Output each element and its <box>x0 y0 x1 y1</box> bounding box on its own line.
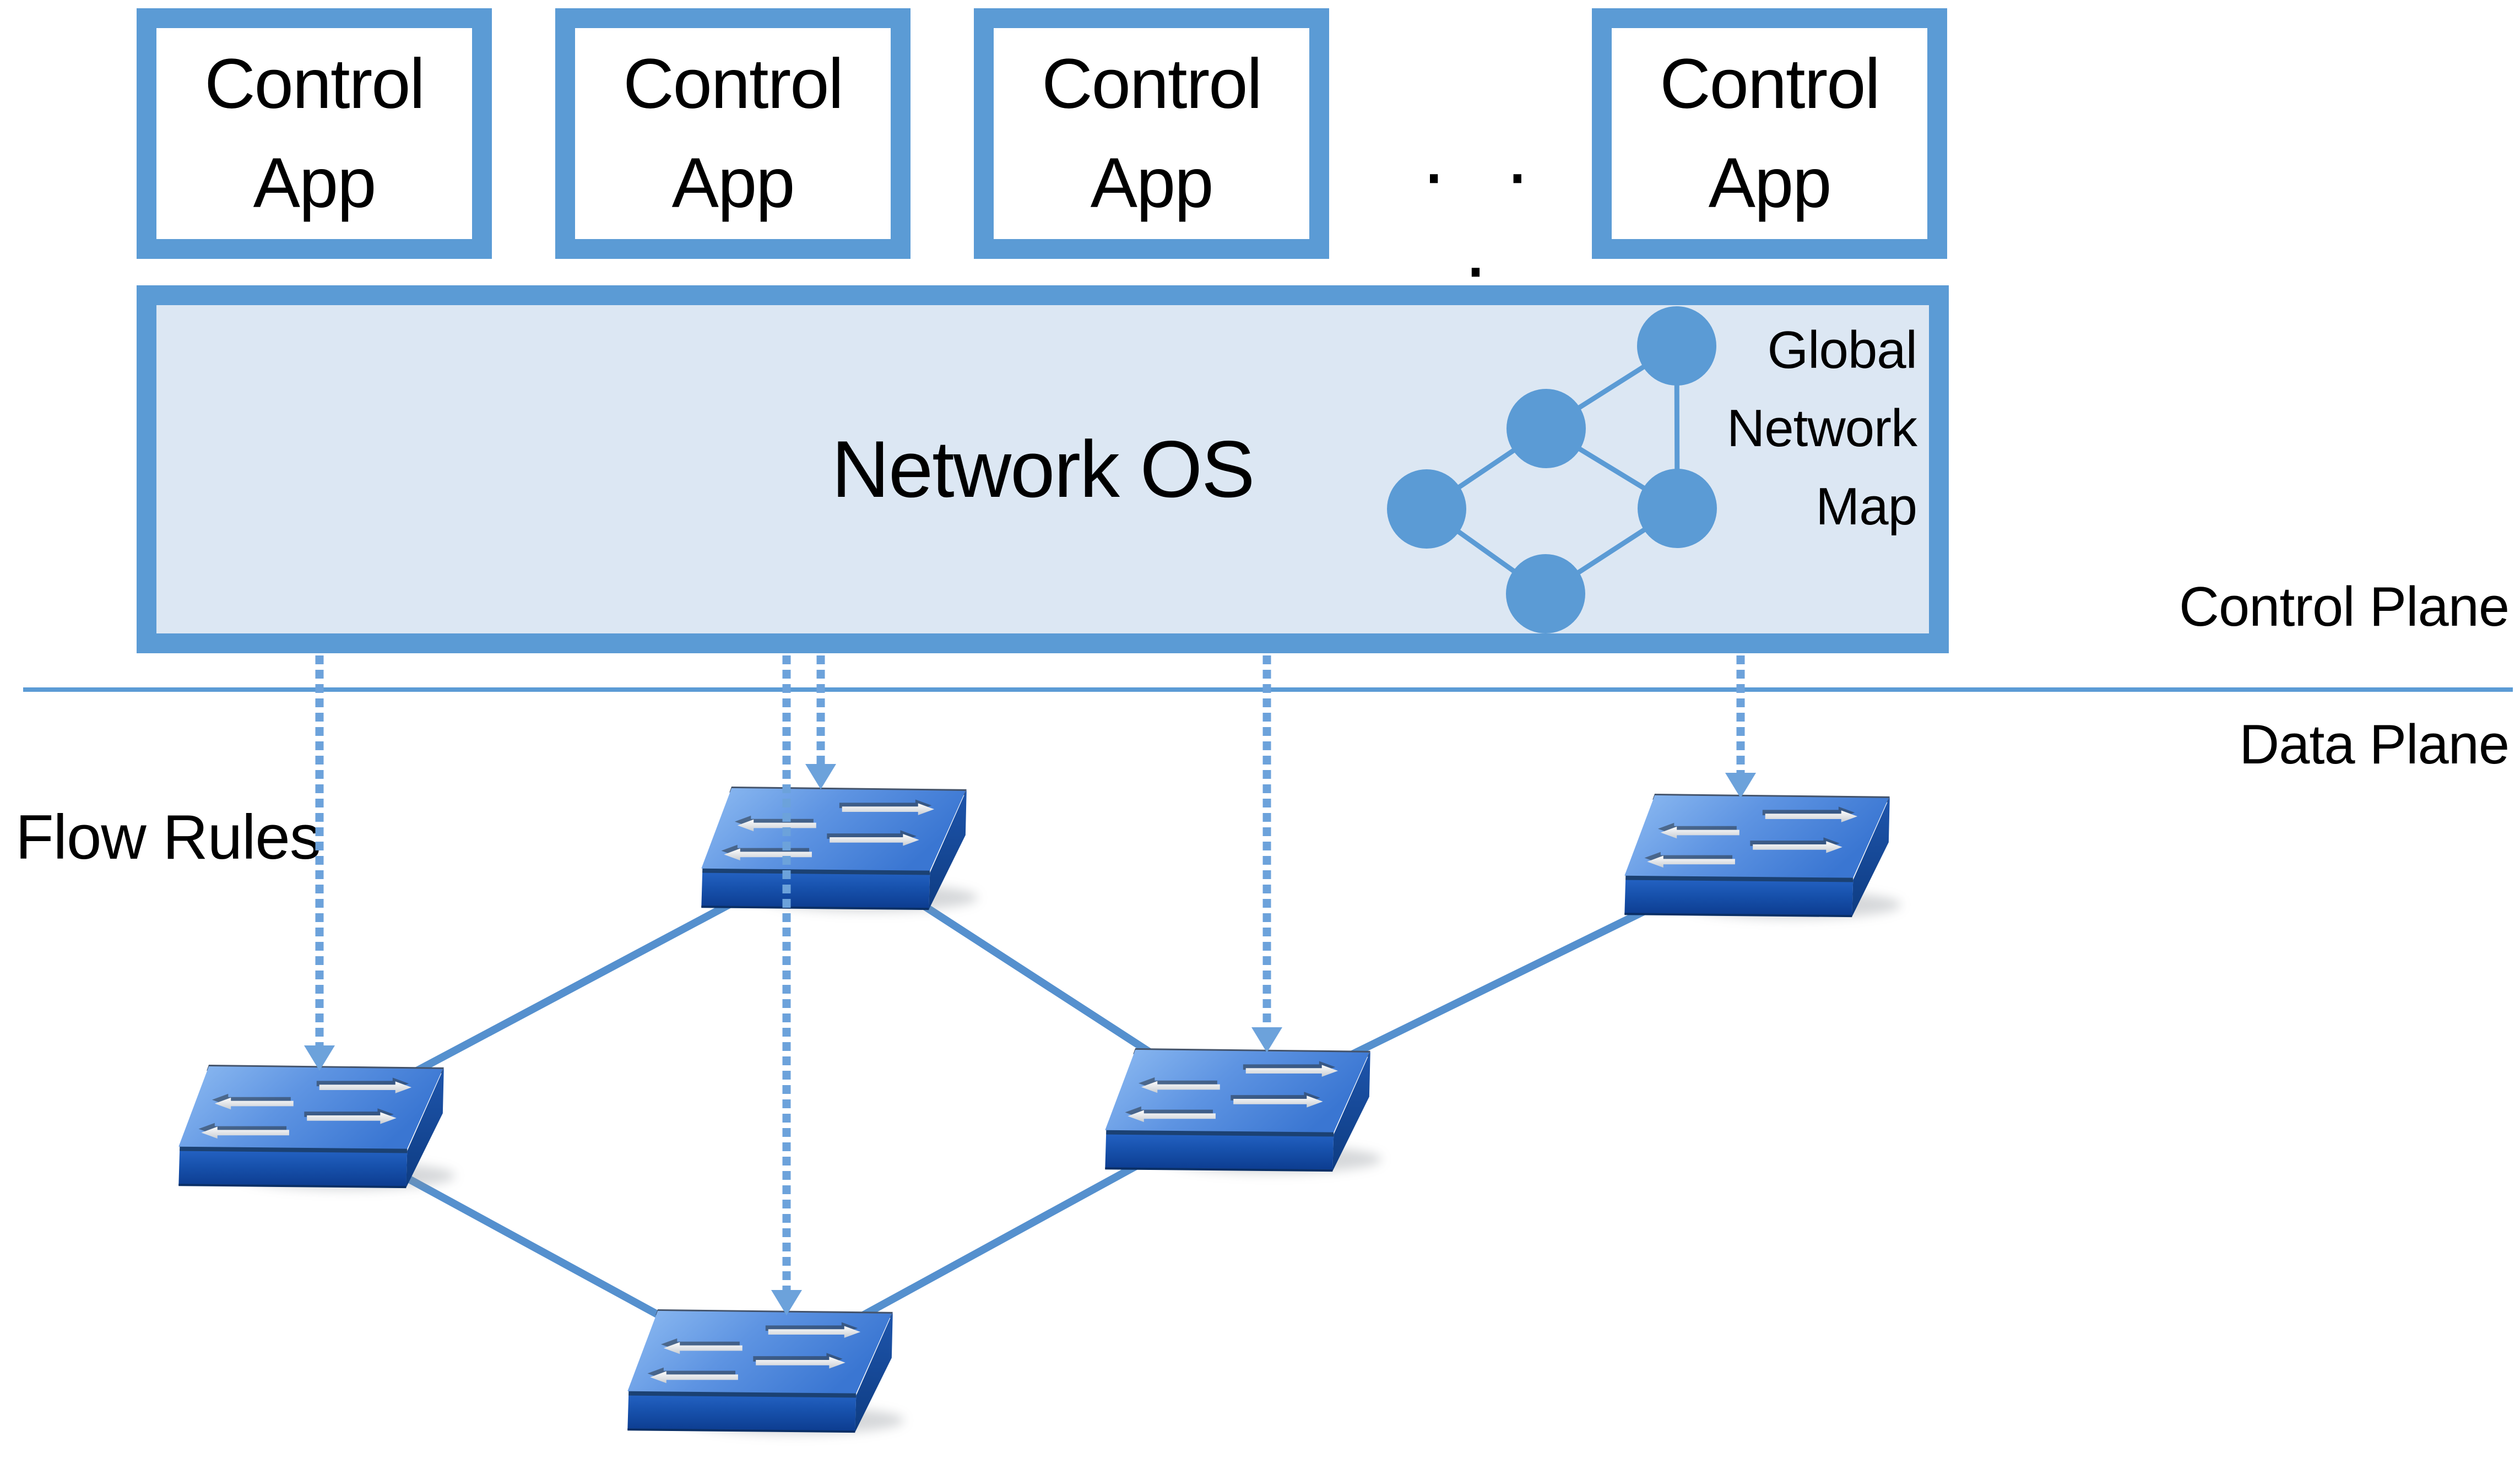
network-switch-icon-top-center <box>700 787 970 913</box>
control-app-label: Control App <box>204 35 425 233</box>
control-app-label: Control App <box>1042 35 1262 233</box>
network-os-label: Network OS <box>831 424 1255 514</box>
global-network-map-label: Global Network Map <box>1727 311 1917 546</box>
control-app-label: Control App <box>623 35 844 233</box>
control-app-box-1: Control App <box>137 8 492 259</box>
network-switch-icon-right <box>1623 794 1893 920</box>
network-os-box: Network OS <box>137 285 1949 653</box>
control-app-label: Control App <box>1660 35 1880 233</box>
network-switch-icon-bottom <box>626 1309 896 1436</box>
global-network-map-line1: Global <box>1767 321 1918 380</box>
control-app-label-line2: App <box>1708 143 1832 223</box>
control-app-label-line2: App <box>1090 143 1214 223</box>
plane-divider-line <box>23 687 2513 692</box>
control-app-label-line1: Control <box>1660 44 1880 123</box>
control-app-box-4: Control App <box>1592 8 1947 259</box>
control-app-box-2: Control App <box>555 8 911 259</box>
control-app-label-line2: App <box>671 143 795 223</box>
more-apps-ellipsis: · · · <box>1420 126 1548 312</box>
network-switch-icon-left <box>177 1065 447 1191</box>
control-app-label-line2: App <box>253 143 377 223</box>
control-app-label-line1: Control <box>1042 44 1262 123</box>
control-app-box-3: Control App <box>974 8 1329 259</box>
global-network-map-line3: Map <box>1816 477 1917 536</box>
control-plane-label: Control Plane <box>2179 576 2510 638</box>
data-plane-label: Data Plane <box>2239 714 2510 776</box>
global-network-map-line2: Network <box>1726 399 1917 458</box>
control-app-label-line1: Control <box>623 44 844 123</box>
flow-rules-label: Flow Rules <box>15 803 321 872</box>
network-switch-icon-center-right <box>1104 1048 1374 1175</box>
control-app-label-line1: Control <box>204 44 425 123</box>
